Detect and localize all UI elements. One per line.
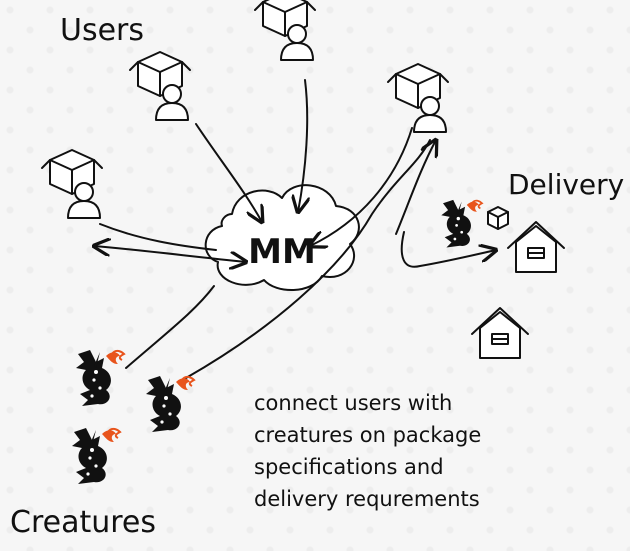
creatures-label: Creatures <box>10 505 156 540</box>
dragon-icon <box>440 199 483 249</box>
users-label: Users <box>60 13 144 48</box>
dragon-icon <box>145 375 195 433</box>
arrow-user-hub <box>298 79 307 212</box>
hub-label: MM <box>248 232 316 272</box>
user-with-box-icon <box>254 0 316 61</box>
house-icon <box>507 221 565 273</box>
arrow-to-delivery <box>400 231 496 268</box>
description-line: creatures on package <box>254 423 481 447</box>
description-line: connect users with <box>254 391 452 415</box>
house-icon <box>471 307 529 359</box>
creature-link <box>185 139 431 379</box>
user-with-box-icon <box>41 149 103 219</box>
creature-link <box>395 140 436 235</box>
description: connect users with creatures on package … <box>254 391 481 511</box>
creature-link <box>125 285 215 369</box>
arrow-user-hub <box>310 127 413 246</box>
arrow-user-hub <box>99 223 217 251</box>
package-icon <box>487 206 509 230</box>
user-with-box-icon <box>129 51 191 121</box>
delivery-label: Delivery <box>508 168 624 201</box>
dragon-icon <box>71 427 121 485</box>
description-line: delivery requrements <box>254 487 480 511</box>
arrow-user-hub <box>94 246 246 262</box>
user-with-box-icon <box>387 63 449 133</box>
arrow-user-hub <box>195 123 262 222</box>
description-line: specifications and <box>254 455 444 479</box>
dragon-icon <box>75 349 125 407</box>
